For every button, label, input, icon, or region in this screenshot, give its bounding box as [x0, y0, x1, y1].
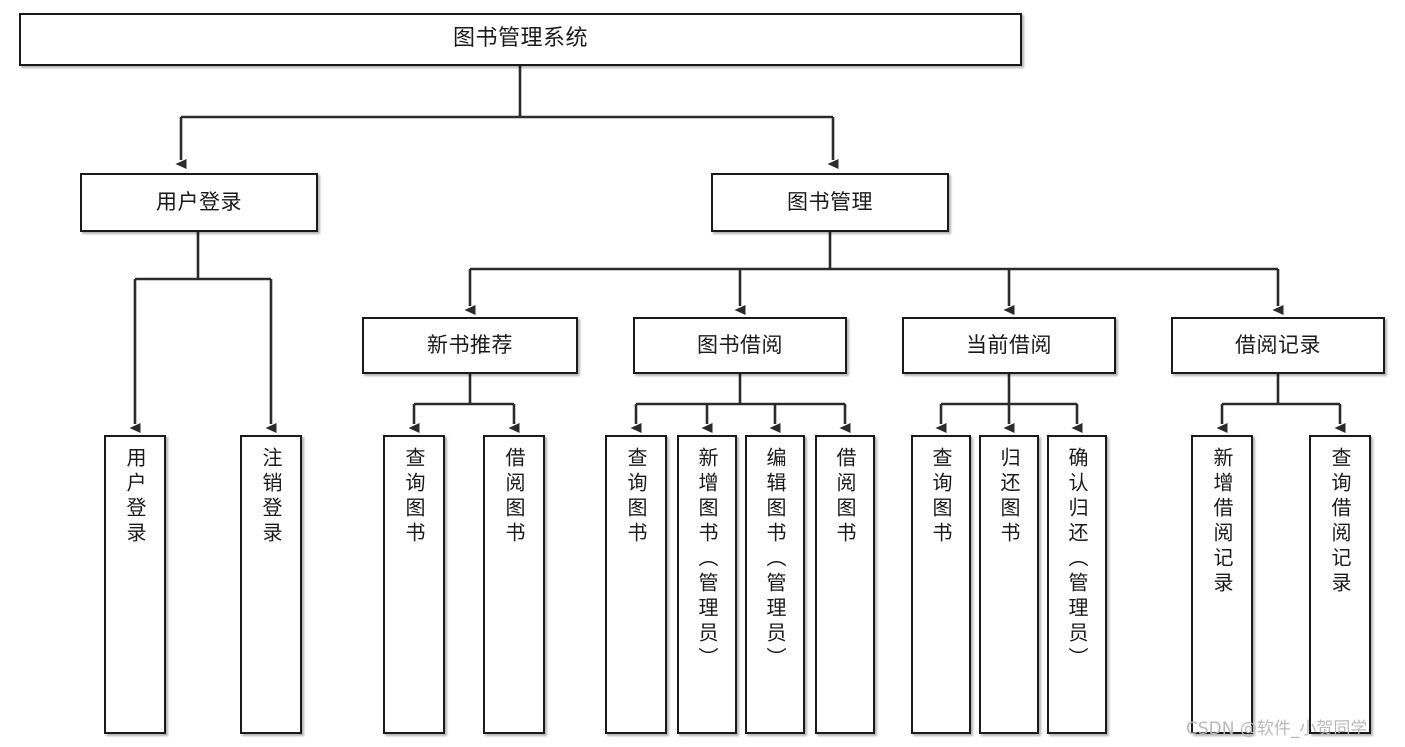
node-label: 查询图书	[624, 447, 648, 547]
leaf-user-login-login[interactable]: 用户登录	[104, 435, 166, 734]
node-book-management[interactable]: 图书管理	[711, 173, 949, 232]
leaf-current-query-book[interactable]: 查询图书	[911, 435, 971, 734]
node-label: 用户登录	[156, 189, 242, 214]
leaf-current-confirm-return-admin[interactable]: 确认归还（管理员）	[1047, 435, 1107, 734]
leaf-record-query-record[interactable]: 查询借阅记录	[1309, 435, 1371, 734]
node-label: 查询图书	[402, 447, 426, 547]
watermark-text: CSDN @软件_小贺同学	[1186, 719, 1368, 739]
node-label: 确认归还（管理员）	[1065, 447, 1089, 672]
leaf-borrow-add-book-admin[interactable]: 新增图书（管理员）	[677, 435, 737, 734]
node-user-login[interactable]: 用户登录	[80, 173, 318, 232]
node-label: 注销登录	[259, 447, 283, 547]
node-new-book-recommend[interactable]: 新书推荐	[362, 317, 578, 374]
leaf-borrow-borrow-book[interactable]: 借阅图书	[815, 435, 875, 734]
node-label: 查询借阅记录	[1328, 447, 1352, 597]
node-label: 查询图书	[929, 447, 953, 547]
node-label: 新书推荐	[427, 332, 513, 357]
node-label: 借阅图书	[502, 447, 526, 547]
node-current-borrow[interactable]: 当前借阅	[902, 317, 1116, 374]
node-label: 图书管理系统	[452, 26, 588, 52]
node-label: 借阅图书	[833, 447, 857, 547]
leaf-recommend-query-book[interactable]: 查询图书	[383, 435, 445, 734]
leaf-recommend-borrow-book[interactable]: 借阅图书	[483, 435, 545, 734]
node-label: 当前借阅	[966, 332, 1052, 357]
leaf-record-add-record[interactable]: 新增借阅记录	[1191, 435, 1253, 734]
node-book-borrow[interactable]: 图书借阅	[633, 317, 847, 374]
node-root-system[interactable]: 图书管理系统	[19, 13, 1022, 66]
node-label: 借阅记录	[1235, 332, 1321, 357]
leaf-borrow-query-book[interactable]: 查询图书	[605, 435, 667, 734]
leaf-current-return-book[interactable]: 归还图书	[979, 435, 1039, 734]
node-label: 新增图书（管理员）	[695, 447, 719, 672]
node-label: 图书管理	[787, 189, 873, 214]
node-label: 图书借阅	[697, 332, 783, 357]
leaf-borrow-edit-book-admin[interactable]: 编辑图书（管理员）	[745, 435, 805, 734]
node-label: 用户登录	[123, 447, 147, 547]
node-borrow-record[interactable]: 借阅记录	[1171, 317, 1385, 374]
node-label: 归还图书	[997, 447, 1021, 547]
node-label: 编辑图书（管理员）	[763, 447, 787, 672]
leaf-user-login-logout[interactable]: 注销登录	[240, 435, 302, 734]
node-label: 新增借阅记录	[1210, 447, 1234, 597]
